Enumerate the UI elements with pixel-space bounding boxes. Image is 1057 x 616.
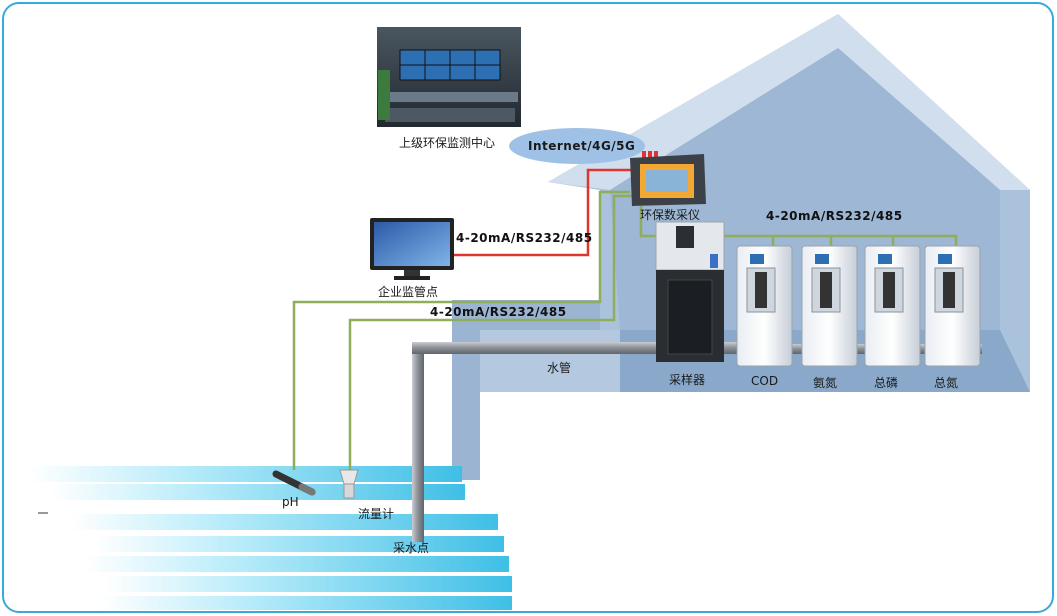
data-logger-label: 环保数采仪 <box>640 208 701 222</box>
water-pipe-label: 水管 <box>547 361 572 375</box>
data-logger-device <box>630 151 706 206</box>
control-room-photo <box>377 27 521 127</box>
protocol-instruments-label: 4-20mA/RS232/485 <box>766 209 903 223</box>
protocol-enterprise-label: 4-20mA/RS232/485 <box>456 231 593 245</box>
network-cloud <box>509 128 645 164</box>
flow-meter-icon <box>339 469 359 499</box>
analyzer-tp-cabinet <box>864 245 921 367</box>
analyzer-ammonia-cabinet <box>801 245 858 367</box>
enterprise-point-label: 企业监管点 <box>378 285 439 299</box>
analyzer-tn-cabinet <box>924 245 981 367</box>
protocol-sensors-label: 4-20mA/RS232/485 <box>430 305 567 319</box>
sampler-label: 采样器 <box>669 373 706 387</box>
ph-label: pH <box>282 495 299 509</box>
sampling-point-label: 采水点 <box>393 541 430 555</box>
desktop-monitor-icon <box>370 218 454 280</box>
total-phosphorus-label: 总磷 <box>874 376 899 390</box>
ph-probe-icon <box>272 470 316 496</box>
cod-label: COD <box>751 374 779 388</box>
ammonia-label: 氨氮 <box>813 376 838 390</box>
flow-meter-label: 流量计 <box>358 507 395 521</box>
network-label: Internet/4G/5G <box>528 139 636 153</box>
monitoring-center-label: 上级环保监测中心 <box>399 136 496 150</box>
analyzer-cod-cabinet <box>736 245 793 367</box>
red-link <box>452 168 632 257</box>
analyzer-cabinets <box>736 245 981 367</box>
sampler-cabinet <box>655 221 725 362</box>
total-nitrogen-label: 总氮 <box>934 376 959 390</box>
